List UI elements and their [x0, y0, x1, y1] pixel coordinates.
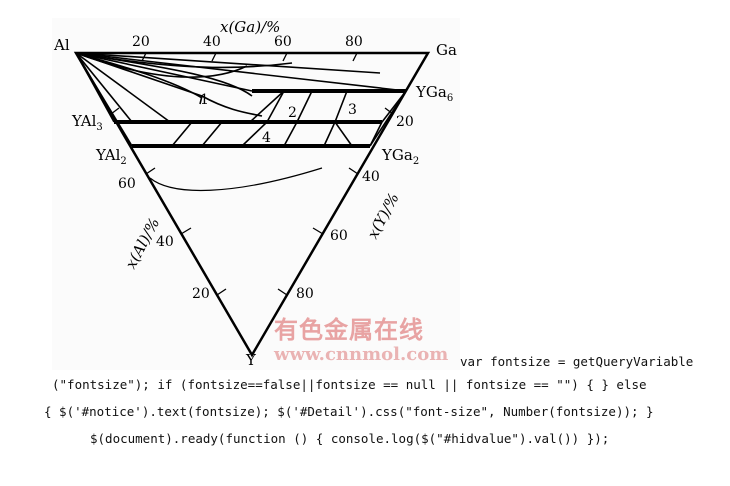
right-axis-ticks — [277, 107, 394, 296]
watermark-url: www.cnnmol.com — [273, 344, 448, 365]
diagram-canvas: Al Ga Y x(Ga)/% x(Y)/% x(Al)/% 20 40 60 … — [53, 18, 457, 369]
right-tick-40: 40 — [362, 169, 380, 185]
region-3-label: 3 — [348, 102, 357, 118]
top-tick-60: 60 — [274, 34, 292, 50]
code-line-3: { $('#notice').text(fontsize); $('#Detai… — [44, 404, 654, 419]
top-axis-title: x(Ga)/% — [220, 18, 280, 36]
liquidus-curve — [149, 167, 323, 192]
phase-yga6-label: YGa6 — [415, 83, 453, 104]
phase-yga2-label: YGa2 — [381, 146, 419, 167]
watermark-title: 有色金属在线 — [274, 316, 424, 344]
corner-ga-label: Ga — [436, 41, 457, 59]
corner-y-label: Y — [245, 351, 257, 369]
code-line-4: $(document).ready(function () { console.… — [90, 431, 610, 446]
code-line-2: ("fontsize"); if (fontsize==false||fonts… — [52, 377, 647, 392]
left-tick-20: 20 — [192, 286, 210, 302]
ternary-phase-diagram: Al Ga Y x(Ga)/% x(Y)/% x(Al)/% 20 40 60 … — [52, 18, 460, 370]
right-axis-title: x(Y)/% — [364, 190, 403, 242]
phase-yal3-label: YAl3 — [71, 112, 103, 133]
top-tick-80: 80 — [345, 34, 363, 50]
tie-lines — [75, 52, 407, 147]
code-line-1: var fontsize = getQueryVariable — [460, 354, 694, 369]
top-tick-20: 20 — [132, 34, 150, 50]
left-tick-60: 60 — [118, 176, 136, 192]
region-4-label: 4 — [262, 130, 271, 146]
right-tick-80: 80 — [296, 286, 314, 302]
corner-al-label: Al — [53, 36, 70, 54]
top-tick-40: 40 — [203, 34, 221, 50]
compound-lines — [114, 89, 406, 148]
right-tick-60: 60 — [330, 228, 348, 244]
right-tick-20: 20 — [396, 114, 414, 130]
left-tick-40: 40 — [156, 234, 174, 250]
region-1-label: 1 — [200, 92, 209, 108]
phase-yal2-label: YAl2 — [95, 146, 127, 167]
region-2-label: 2 — [288, 105, 297, 121]
triangle-outline — [73, 51, 431, 358]
